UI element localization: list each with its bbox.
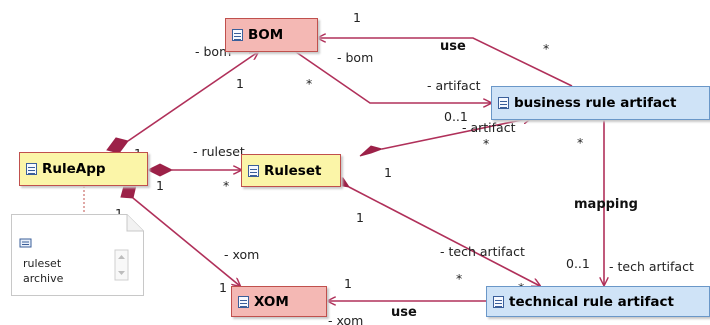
mult-ruleset-tech-target: *	[456, 271, 462, 286]
role-artifact-from-bom: - artifact	[427, 78, 481, 93]
mult-ruleset-source: 1	[156, 178, 164, 193]
mult-ruleset-tech-source: 1	[356, 210, 364, 225]
mult-ruleset-artifact-source: 1	[384, 165, 392, 180]
mult-mapping-target: 0..1	[566, 256, 590, 271]
role-xom-from-tech: - xom	[328, 313, 363, 325]
note-line-1: ruleset	[23, 257, 62, 270]
composition-diamond-xom	[120, 184, 137, 199]
class-icon	[232, 29, 243, 41]
role-bom-from-artifact: - bom	[337, 50, 373, 65]
role-tech-artifact-from-ruleset: - tech artifact	[440, 244, 525, 259]
edge-ruleset-technical-artifact	[348, 186, 540, 286]
class-bom[interactable]: BOM	[225, 18, 318, 52]
mult-bom-artifact-source: *	[306, 76, 312, 91]
mult-xom-source: 1	[115, 206, 123, 221]
class-icon	[498, 97, 509, 109]
note-shape	[11, 214, 144, 296]
class-ruleapp-label: RuleApp	[42, 161, 106, 177]
label-mapping: mapping	[574, 197, 638, 212]
class-xom[interactable]: XOM	[231, 286, 327, 317]
class-icon	[248, 164, 259, 177]
class-ruleapp[interactable]: RuleApp	[19, 152, 148, 186]
label-use-xom: use	[391, 305, 417, 320]
edge-ruleapp-bom	[127, 52, 258, 142]
composition-diamond-bom	[106, 137, 129, 154]
class-business-rule-artifact[interactable]: business rule artifact	[491, 86, 710, 120]
mult-mapping-source: *	[577, 135, 583, 150]
mult-use-bom-target: 1	[353, 10, 361, 25]
role-artifact-from-ruleset: - artifact	[462, 120, 516, 135]
label-use-bom: use	[440, 39, 466, 54]
class-bom-label: BOM	[248, 27, 284, 43]
mult-ruleset-artifact-target: *	[483, 136, 489, 151]
mult-use-xom-target: 1	[344, 276, 352, 291]
note[interactable]: ruleset archive	[11, 214, 144, 296]
edge-ruleset-business-artifact	[381, 118, 531, 150]
role-xom-from-ruleapp: - xom	[224, 247, 259, 262]
class-ruleset-label: Ruleset	[264, 162, 322, 179]
note-line-2: archive	[23, 272, 64, 285]
mult-use-bom-source: *	[543, 41, 549, 56]
mult-xom-target: 1	[219, 280, 227, 295]
role-tech-artifact-from-mapping: - tech artifact	[609, 259, 694, 274]
role-ruleset: - ruleset	[193, 144, 245, 159]
class-technical-rule-artifact-label: technical rule artifact	[509, 293, 674, 310]
class-icon	[238, 295, 249, 308]
class-ruleset[interactable]: Ruleset	[241, 154, 341, 187]
edge-ruleapp-xom	[132, 197, 240, 286]
mult-bom-target: 1	[236, 76, 244, 91]
class-xom-label: XOM	[254, 293, 289, 310]
role-bom-from-ruleapp: - bom	[195, 44, 231, 59]
class-technical-rule-artifact[interactable]: technical rule artifact	[486, 286, 710, 317]
class-icon	[26, 163, 37, 175]
mult-ruleset-target: *	[223, 178, 229, 193]
composition-diamond-ruleset	[146, 163, 174, 177]
composition-diamond-business	[359, 145, 384, 157]
class-business-rule-artifact-label: business rule artifact	[514, 95, 677, 111]
edge-business-artifact-bom-use	[318, 38, 573, 87]
mult-artifact-target: 0..1	[444, 109, 468, 124]
class-icon	[493, 295, 504, 308]
edge-bom-business-artifact	[295, 51, 491, 103]
